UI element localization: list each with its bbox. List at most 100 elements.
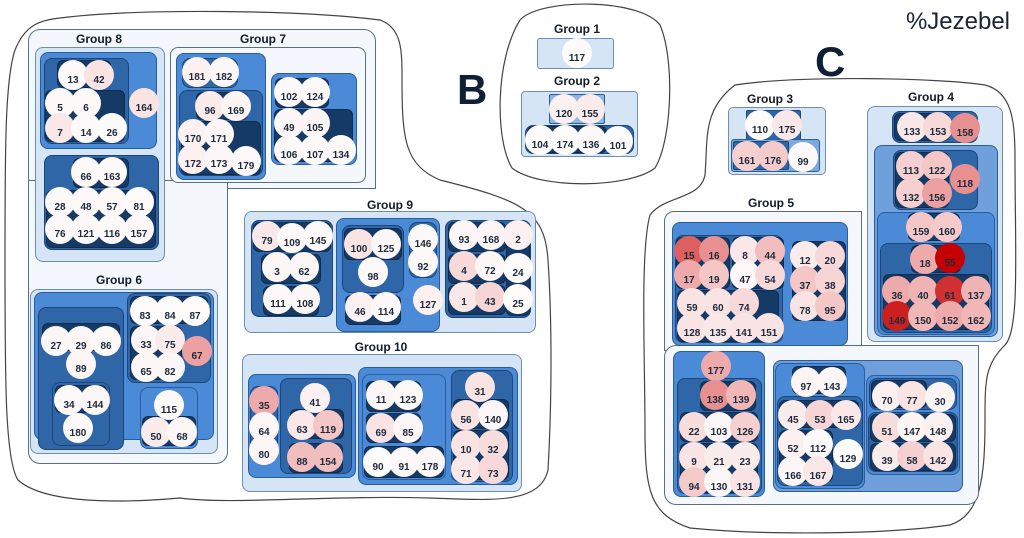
node-108: 108 [290, 284, 320, 314]
node-129: 129 [833, 439, 863, 469]
node-77: 77 [897, 381, 927, 411]
node-150: 150 [908, 301, 938, 331]
node-161: 161 [732, 141, 762, 171]
cluster-label-c: C [815, 38, 846, 85]
node-127: 127 [413, 285, 443, 315]
node-91: 91 [389, 447, 419, 477]
node-2: 2 [503, 220, 533, 250]
node-109: 109 [277, 223, 307, 253]
node-41: 41 [300, 383, 330, 413]
node-86: 86 [91, 326, 121, 356]
node-50: 50 [141, 417, 171, 447]
node-100: 100 [344, 229, 374, 259]
group-label: Group 9 [366, 198, 414, 212]
node-28: 28 [45, 187, 75, 217]
node-88: 88 [287, 442, 317, 472]
node-135: 135 [703, 313, 733, 343]
node-82: 82 [155, 352, 185, 382]
node-1: 1 [449, 282, 479, 312]
node-167: 167 [803, 456, 833, 486]
node-105: 105 [300, 108, 330, 138]
node-153: 153 [923, 112, 953, 142]
node-80: 80 [249, 435, 279, 465]
node-113: 113 [896, 151, 926, 181]
node-134: 134 [326, 135, 356, 165]
node-62: 62 [289, 252, 319, 282]
node-55: 55 [935, 243, 965, 273]
node-164: 164 [129, 88, 159, 118]
node-143: 143 [817, 367, 847, 397]
group-label: Group 4 [907, 90, 955, 104]
node-125: 125 [371, 229, 401, 259]
node-106: 106 [274, 135, 304, 165]
node-139: 139 [726, 380, 756, 410]
node-148: 148 [923, 412, 953, 442]
node-121: 121 [71, 214, 101, 244]
node-118: 118 [950, 164, 980, 194]
node-162: 162 [961, 301, 991, 331]
group-label: Group 3 [746, 92, 794, 106]
node-7: 7 [45, 113, 75, 143]
node-142: 142 [923, 441, 953, 471]
node-155: 155 [575, 94, 605, 124]
cluster-b-outline [499, 3, 671, 185]
node-138: 138 [700, 380, 730, 410]
node-14: 14 [71, 113, 101, 143]
group-label: Group 7 [239, 32, 287, 46]
node-175: 175 [772, 110, 802, 140]
node-124: 124 [300, 77, 330, 107]
node-179: 179 [231, 146, 261, 176]
node-182: 182 [209, 57, 239, 87]
node-152: 152 [935, 301, 965, 331]
node-46: 46 [345, 292, 375, 322]
node-95: 95 [815, 291, 845, 321]
node-54: 54 [755, 260, 785, 290]
node-4: 4 [449, 251, 479, 281]
node-73: 73 [478, 454, 508, 484]
node-87: 87 [180, 296, 210, 326]
node-66: 66 [71, 157, 101, 187]
node-156: 156 [922, 178, 952, 208]
node-177: 177 [701, 351, 731, 381]
group-label: Group 5 [747, 196, 795, 210]
node-110: 110 [745, 110, 775, 140]
node-53: 53 [805, 400, 835, 430]
group-label: Group 10 [354, 340, 408, 354]
node-30: 30 [925, 382, 955, 412]
node-165: 165 [831, 400, 861, 430]
node-56: 56 [451, 400, 481, 430]
node-119: 119 [313, 410, 343, 440]
node-136: 136 [576, 125, 606, 155]
node-147: 147 [897, 412, 927, 442]
node-178: 178 [415, 447, 445, 477]
node-31: 31 [465, 372, 495, 402]
node-102: 102 [274, 77, 304, 107]
node-112: 112 [803, 429, 833, 459]
node-180: 180 [63, 413, 93, 443]
node-68: 68 [167, 417, 197, 447]
node-98: 98 [358, 257, 388, 287]
node-120: 120 [549, 94, 579, 124]
node-149: 149 [882, 301, 912, 331]
node-144: 144 [80, 385, 110, 415]
node-48: 48 [71, 187, 101, 217]
node-115: 115 [154, 390, 184, 420]
node-25: 25 [503, 284, 533, 314]
node-35: 35 [249, 386, 279, 416]
node-43: 43 [475, 282, 505, 312]
node-69: 69 [366, 413, 396, 443]
node-93: 93 [449, 220, 479, 250]
node-81: 81 [124, 187, 154, 217]
node-128: 128 [677, 313, 707, 343]
node-130: 130 [704, 467, 734, 497]
node-99: 99 [788, 142, 818, 172]
node-42: 42 [84, 60, 114, 90]
node-123: 123 [393, 380, 423, 410]
node-47: 47 [730, 260, 760, 290]
node-114: 114 [371, 292, 401, 322]
node-13: 13 [58, 60, 88, 90]
group-label: Group 1 [553, 22, 601, 36]
node-103: 103 [704, 412, 734, 442]
node-172: 172 [178, 144, 208, 174]
node-107: 107 [300, 135, 330, 165]
